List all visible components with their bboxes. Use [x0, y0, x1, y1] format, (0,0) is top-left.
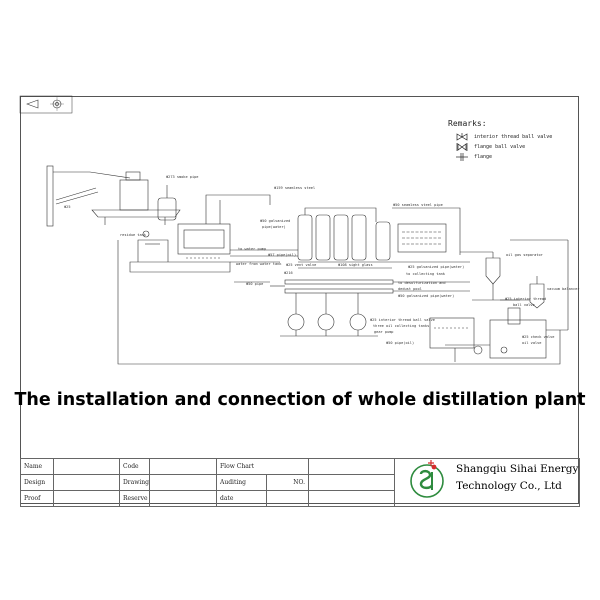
title-block: Name Code Flow Chart Design Drawing Audi… [20, 458, 580, 507]
cell-reserve-value [149, 490, 217, 507]
cell-blank [308, 458, 395, 475]
flange-ball-valve-icon [456, 143, 468, 151]
projection-symbol [19, 95, 73, 114]
cooling-box [392, 207, 461, 255]
label-interior-thread-ball-valve-1: Φ25 interior thread [505, 297, 546, 301]
cell-name-value [53, 458, 120, 475]
cell-proof-value [53, 490, 120, 507]
remark-label: flange [474, 154, 493, 160]
cell-no-label: NO. [266, 474, 309, 491]
label-dedust-pool: dedust pool [398, 287, 422, 291]
interior-thread-ball-valve-icon [456, 133, 468, 141]
remarks-title: Remarks: [448, 119, 487, 128]
label-oil-collecting-tanks: three oil collecting tanks [373, 324, 429, 328]
cell-name-label: Name [20, 458, 54, 475]
remark-flange: flange [456, 153, 492, 161]
drawing-title: The installation and connection of whole… [14, 390, 586, 410]
label-oil-check-valve: Φ25 check valve [522, 335, 554, 339]
label-sight-glass: Φ108 sight glass [338, 263, 373, 267]
cell-no-value [308, 474, 395, 491]
label-gear-pump: gear pump [374, 330, 393, 334]
company-name-line2: Technology Co., Ltd [456, 480, 562, 492]
cell-auditing-label: Auditing [216, 474, 267, 491]
oil-collecting-tanks [280, 293, 378, 337]
water-tank [445, 239, 569, 359]
company-name-line1: Shangqiu Sihai Energy [456, 463, 579, 475]
label-to-collecting-tank: to collecting tank [406, 272, 446, 276]
water-loop [117, 240, 561, 365]
label-oil-gas-separator: oil gas separator [506, 253, 544, 257]
cell-date-value [266, 490, 309, 507]
cell-drawing-value [149, 474, 217, 491]
cell-reserve-label: Reserve [119, 490, 150, 507]
title-block-row: Design Drawing Auditing NO. [20, 474, 580, 491]
label-pipe-water-1: pipe(water) [262, 225, 286, 229]
label-pipe-oil: Φ57 pipe(oil) [268, 253, 296, 257]
remark-label: flange ball valve [474, 144, 526, 150]
remark-flange-ball-valve: flange ball valve [456, 143, 525, 151]
label-d216: Φ216 [284, 271, 293, 275]
cell-code-value [149, 458, 217, 475]
header-pipes [270, 261, 470, 294]
cell-code-label: Code [119, 458, 150, 475]
cell-proof-label: Proof [20, 490, 54, 507]
label-oil-valve: oil valve [522, 341, 541, 345]
cell-design-label: Design [20, 474, 54, 491]
label-water-from-water-tank: water from water tank [236, 262, 282, 266]
label-seamless-steel-2: Φ50 seamless steel pipe [393, 203, 443, 207]
label-pipe: Φ50 pipe [246, 282, 263, 286]
cell-blank [308, 490, 395, 507]
title-block-row: Name Code Flow Chart [20, 458, 580, 507]
remark-interior-thread-ball-valve: interior thread ball valve [456, 133, 552, 141]
label-vacuum-balancer: vacuum balancer [547, 287, 580, 291]
cell-drawing-label: Drawing [119, 474, 150, 491]
label-to-water-pump: to water pump [238, 247, 266, 251]
company-cell [394, 458, 580, 507]
cell-date-label: date [216, 490, 267, 507]
label-smoke-pipe: Φ273 smoke pipe [166, 175, 198, 179]
label-d25: Φ25 [64, 205, 71, 209]
cell-flow-chart: Flow Chart [216, 458, 309, 475]
label-galvanized-pipe-water-3: Φ50 galvanized pipe(water) [398, 294, 454, 298]
flange-icon [456, 153, 468, 161]
company-logo [408, 460, 446, 500]
company-name: Shangqiu Sihai Energy Technology Co., Lt… [456, 461, 578, 495]
reactor-furnace [129, 223, 231, 273]
desulfurization-tower [91, 171, 181, 225]
condenser-towers [297, 207, 392, 269]
label-pipe-oil-2: Φ50 pipe(oil) [386, 341, 414, 345]
oil-gas-pipe [205, 194, 298, 257]
label-ball-valve: ball valve [513, 303, 535, 307]
label-to-desulfurization: to desulfurization and [398, 281, 446, 285]
label-galvanized-pipe-water-2: Φ25 galvanized pipe(water) [408, 265, 464, 269]
cell-design-value [53, 474, 120, 491]
label-residue-tank: residue tank [120, 233, 147, 237]
label-interior-thread-ball-valve-2: Φ25 interior thread ball valve [370, 318, 435, 322]
title-block-row: Proof Reserve date [20, 490, 580, 507]
oil-gas-separator [460, 251, 501, 300]
dedust-pool [429, 317, 475, 362]
chimney [46, 165, 131, 227]
small-buffer-tank [157, 185, 177, 221]
label-vent-valve: Φ25 vent valve [286, 263, 316, 267]
label-galvanized-pipe-1: Φ50 galvanized [260, 219, 290, 223]
label-seamless-steel-1: Φ159 seamless steel [274, 186, 315, 190]
remark-label: interior thread ball valve [474, 134, 553, 140]
